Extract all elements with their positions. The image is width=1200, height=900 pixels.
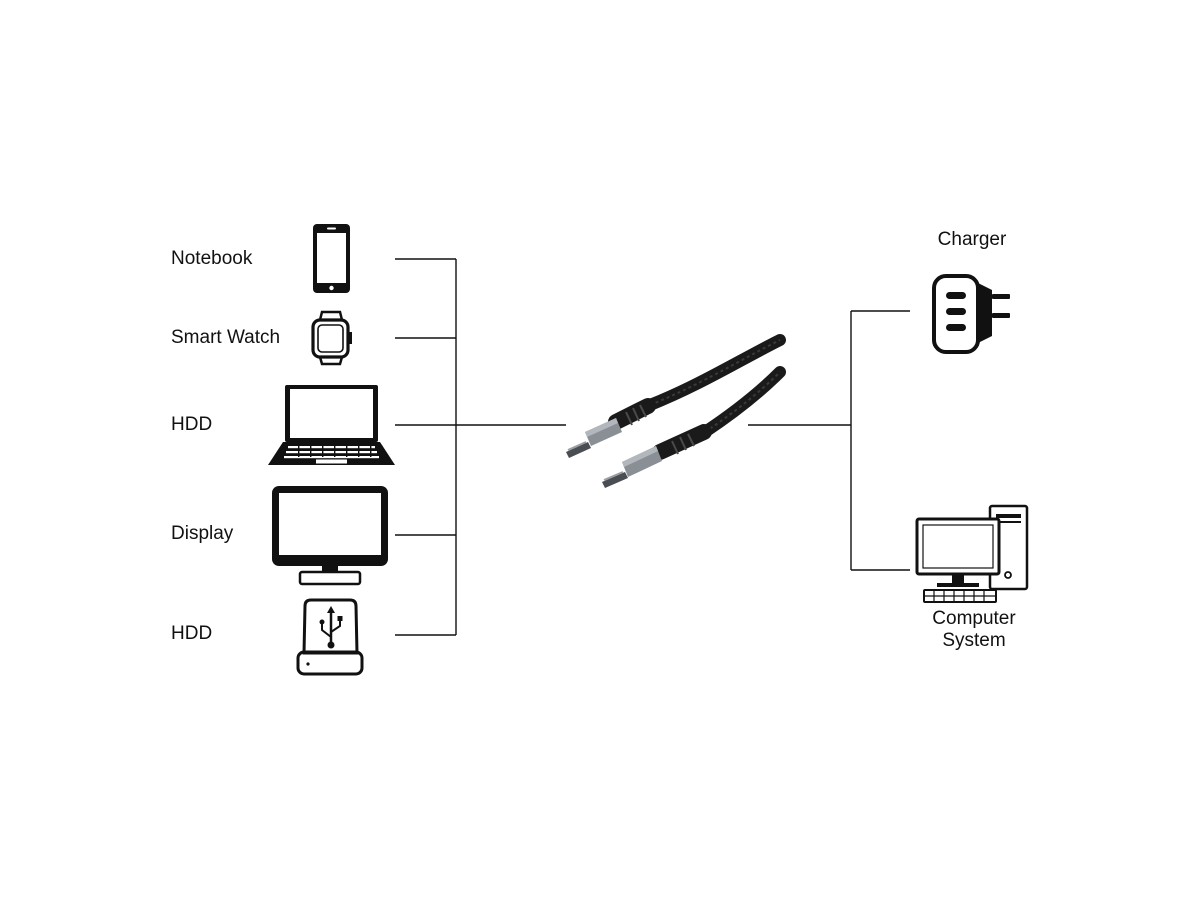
device-label-computer-system: Computer System	[910, 608, 1038, 652]
left-connector-lines	[395, 258, 566, 636]
device-label-notebook: Notebook	[171, 248, 253, 269]
charger-icon	[932, 274, 1010, 354]
desktop-computer-icon	[915, 504, 1029, 603]
computer-label-line2: System	[942, 629, 1006, 651]
device-label-smart-watch: Smart Watch	[171, 327, 281, 348]
smartwatch-icon	[311, 310, 352, 366]
device-label-hdd-drive: HDD	[171, 623, 213, 644]
device-label-display: Display	[171, 523, 234, 544]
usb-c-cable-icon	[566, 334, 786, 488]
right-connector-lines	[748, 310, 910, 571]
usb-drive-icon	[296, 598, 364, 676]
laptop-icon	[268, 385, 395, 465]
device-label-hdd-laptop: HDD	[171, 414, 213, 435]
computer-label-line1: Computer	[932, 608, 1016, 629]
smartphone-icon	[313, 224, 350, 293]
monitor-icon	[272, 486, 388, 586]
device-label-charger: Charger	[937, 229, 1007, 250]
